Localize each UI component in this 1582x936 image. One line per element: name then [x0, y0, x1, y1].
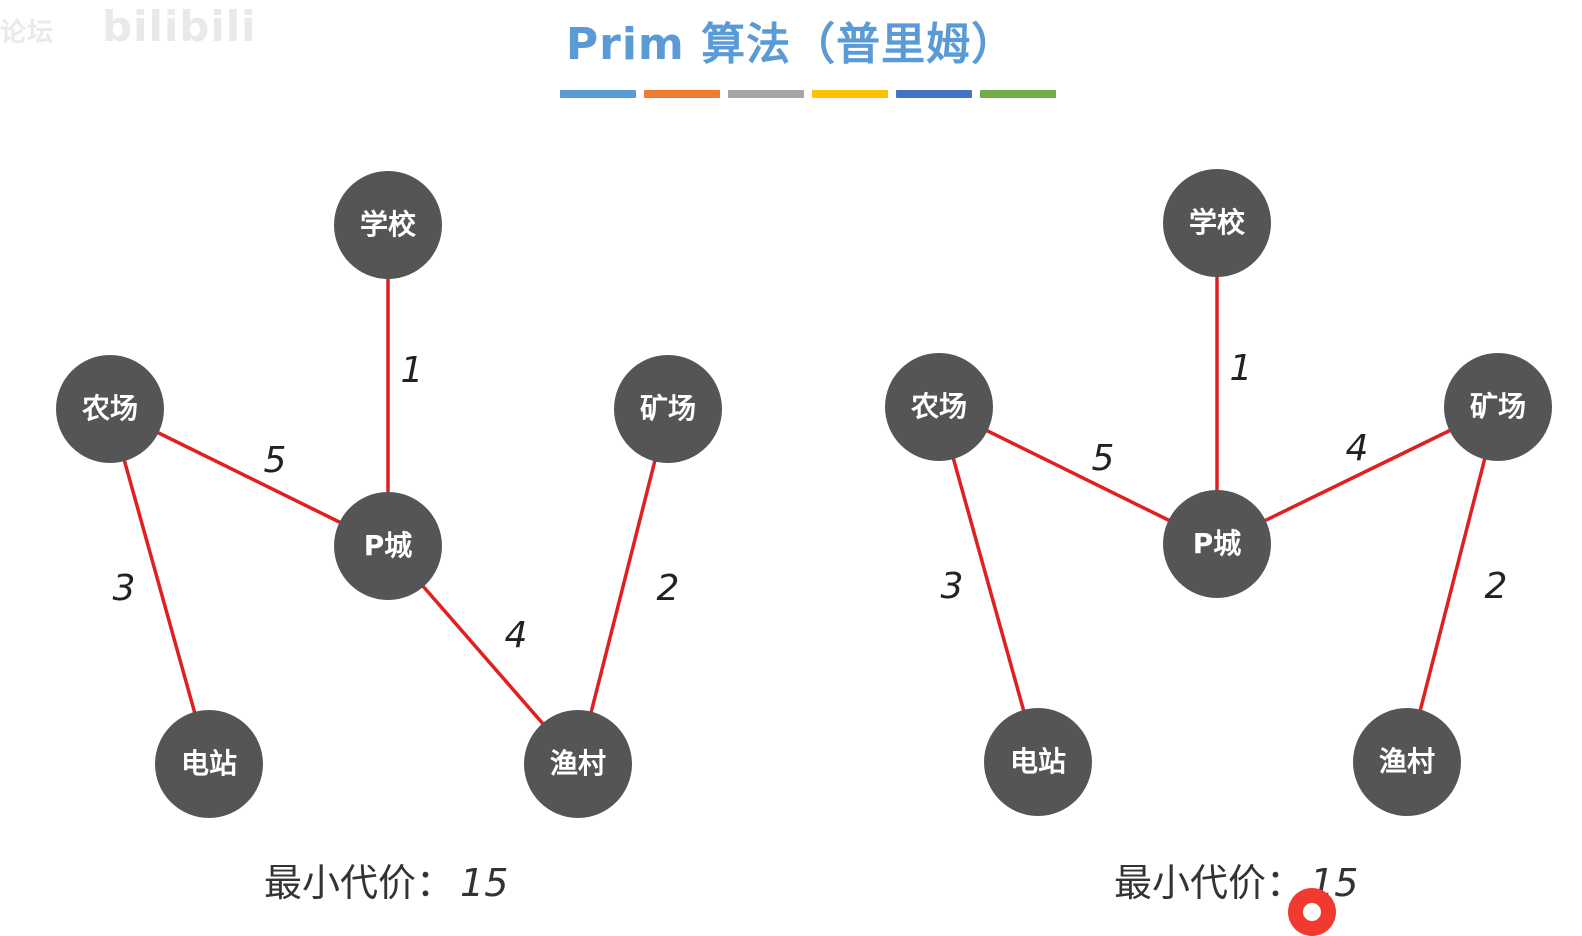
color-bar-segment: [560, 90, 636, 98]
min-cost-label: 最小代价：: [264, 861, 455, 905]
node-school: [1163, 169, 1271, 277]
watermark-text-left: 论坛: [0, 18, 55, 48]
edge-weight-label: 3: [113, 568, 136, 609]
node-power: [155, 710, 263, 818]
title-color-bar: [560, 90, 1056, 98]
node-label: 电站: [181, 747, 237, 780]
node-label: 农场: [81, 392, 138, 425]
color-bar-segment: [644, 90, 720, 98]
edge-weight-label: 1: [401, 350, 424, 391]
node-label: 学校: [1189, 206, 1246, 239]
node-mine: [1444, 353, 1552, 461]
edge-weight-label: 3: [941, 566, 964, 607]
edge-weight-label: 4: [1346, 428, 1369, 469]
slide-title: Prim 算法（普里姆）: [565, 19, 1017, 70]
node-label: P城: [1193, 527, 1242, 560]
bilibili-watermark: 论坛 bilibili: [0, 0, 256, 60]
node-fish: [1353, 708, 1461, 816]
edge-mine-fish: [576, 408, 670, 765]
node-label: P城: [364, 529, 413, 562]
node-farm: [885, 353, 993, 461]
min-cost-left: 最小代价：15: [264, 852, 508, 907]
node-label: 渔村: [550, 747, 606, 780]
color-bar-segment: [896, 90, 972, 98]
color-bar-segment: [728, 90, 804, 98]
edge-weight-label: 1: [1230, 348, 1253, 389]
node-label: 渔村: [1379, 745, 1435, 778]
node-label: 矿场: [1470, 390, 1526, 423]
edge-weight-label: 5: [1092, 438, 1115, 479]
edge-farm-power: [108, 408, 211, 765]
pointer-cursor-icon: [1288, 888, 1336, 936]
edge-farm-power: [937, 406, 1040, 763]
color-bar-segment: [980, 90, 1056, 98]
edge-weight-label: 2: [657, 568, 680, 609]
node-mine: [614, 355, 722, 463]
node-fish: [524, 710, 632, 818]
node-pcity: [1163, 490, 1271, 598]
node-power: [984, 708, 1092, 816]
node-school: [334, 171, 442, 279]
min-cost-label: 最小代价：: [1114, 861, 1305, 905]
watermark-text-right: bilibili: [102, 2, 257, 51]
node-label: 学校: [360, 208, 417, 241]
color-bar-segment: [812, 90, 888, 98]
edge-weight-label: 4: [505, 615, 528, 656]
min-cost-right: 最小代价：15: [1114, 852, 1358, 907]
node-label: 农场: [910, 390, 967, 423]
node-label: 电站: [1010, 745, 1066, 778]
min-cost-value: 15: [460, 861, 509, 905]
edge-weight-label: 2: [1485, 566, 1508, 607]
node-pcity: [334, 492, 442, 600]
edge-weight-label: 5: [264, 440, 287, 481]
node-farm: [56, 355, 164, 463]
node-label: 矿场: [640, 392, 696, 425]
edge-mine-fish: [1405, 406, 1500, 763]
